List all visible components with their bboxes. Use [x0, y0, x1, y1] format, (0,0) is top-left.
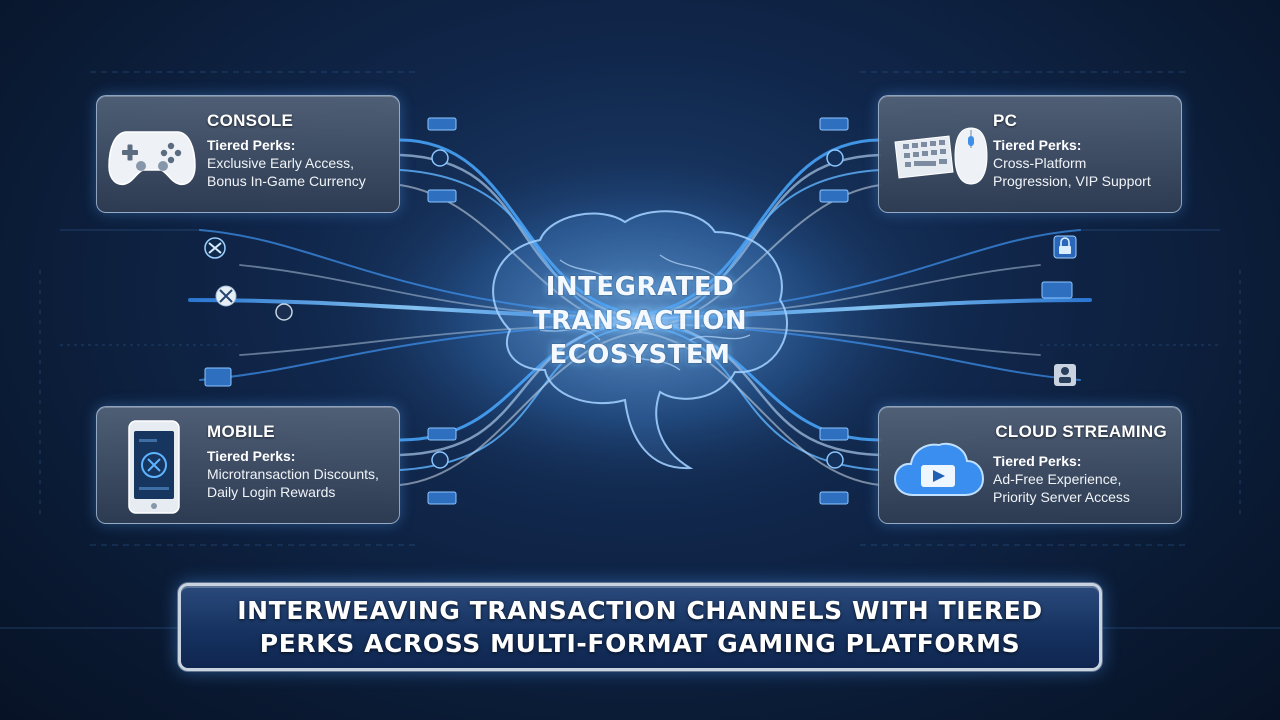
cloud-streaming-perk-line1: Ad-Free Experience, [993, 471, 1122, 487]
gamepad-icon [108, 131, 196, 186]
circuit-grid [0, 71, 1280, 629]
center-title-line2: TRANSACTION [532, 306, 748, 336]
console-perk-line1: Exclusive Early Access, [207, 155, 355, 171]
mobile-perk-line2: Daily Login Rewards [207, 484, 336, 500]
cloud-streaming-perks-label: Tiered Perks: [993, 453, 1082, 469]
pc-perk-line1: Cross-Platform [993, 155, 1087, 171]
mobile-perks-label: Tiered Perks: [207, 448, 296, 464]
xbox-icon [204, 237, 226, 259]
mobile-title: MOBILE [207, 422, 275, 441]
pc-perks-label: Tiered Perks: [993, 137, 1082, 153]
cloud-streaming-perk-line2: Priority Server Access [993, 489, 1130, 505]
pc-card: PC Tiered Perks: Cross-Platform Progress… [878, 95, 1182, 213]
keyboard-mouse-icon [894, 127, 988, 185]
banner-line2: PERKS ACROSS MULTI-FORMAT GAMING PLATFOR… [259, 629, 1021, 658]
cloud-play-icon [893, 442, 985, 496]
caption-banner: INTERWEAVING TRANSACTION CHANNELS WITH T… [178, 583, 1102, 671]
console-perk-line2: Bonus In-Game Currency [207, 173, 366, 189]
lock-badge-icon [1053, 235, 1077, 259]
pc-perk-line2: Progression, VIP Support [993, 173, 1151, 189]
pc-title: PC [993, 111, 1018, 130]
mobile-perk-line1: Microtransaction Discounts, [207, 466, 379, 482]
cloud-streaming-title: CLOUD STREAMING [995, 422, 1167, 441]
xbox-badge-icon [215, 285, 237, 307]
center-title-line3: ECOSYSTEM [549, 340, 731, 370]
cloud-streaming-card: CLOUD STREAMING Tiered Perks: Ad-Free Ex… [878, 406, 1182, 524]
center-title: INTEGRATED TRANSACTION ECOSYSTEM [440, 270, 840, 372]
connector-nodes [204, 117, 1073, 505]
console-title: CONSOLE [207, 111, 294, 130]
mobile-card: MOBILE Tiered Perks: Microtransaction Di… [96, 406, 400, 524]
console-card: CONSOLE Tiered Perks: Exclusive Early Ac… [96, 95, 400, 213]
console-perks-label: Tiered Perks: [207, 137, 296, 153]
banner-text: INTERWEAVING TRANSACTION CHANNELS WITH T… [237, 594, 1042, 660]
smartphone-icon [128, 420, 180, 514]
banner-line1: INTERWEAVING TRANSACTION CHANNELS WITH T… [237, 596, 1043, 625]
center-title-line1: INTEGRATED [545, 272, 735, 302]
user-badge-icon [1054, 364, 1076, 386]
